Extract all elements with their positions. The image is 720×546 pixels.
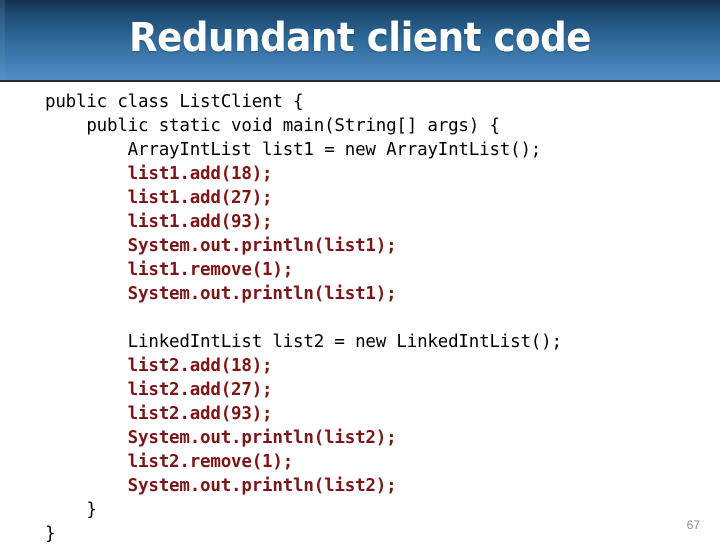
code-line: System.out.println(list2);: [45, 476, 397, 496]
code-line: list2.add(18);: [45, 356, 273, 376]
code-line: System.out.println(list2);: [45, 428, 397, 448]
slide-title: Redundant client code: [128, 15, 592, 61]
code-line: list1.add(18);: [45, 164, 273, 184]
code-line: }: [45, 500, 97, 520]
code-line: list1.add(93);: [45, 212, 273, 232]
code-line: list1.remove(1);: [45, 260, 294, 280]
code-line: LinkedIntList list2 = new LinkedIntList(…: [45, 332, 562, 352]
page-number: 67: [686, 518, 700, 532]
code-line: System.out.println(list1);: [45, 236, 397, 256]
code-line: list1.add(27);: [45, 188, 273, 208]
code-line: [0, 306, 720, 330]
code-line: public class ListClient {: [45, 92, 304, 112]
code-line: }: [45, 524, 56, 544]
code-line: list2.remove(1);: [45, 452, 294, 472]
code-line: public static void main(String[] args) {: [45, 116, 500, 136]
code-line: list2.add(27);: [45, 380, 273, 400]
code-line: ArrayIntList list1 = new ArrayIntList();: [45, 140, 542, 160]
code-block: public class ListClient { public static …: [0, 90, 720, 546]
title-banner: Redundant client code: [0, 0, 720, 82]
code-line: list2.add(93);: [45, 404, 273, 424]
code-line: System.out.println(list1);: [45, 284, 397, 304]
